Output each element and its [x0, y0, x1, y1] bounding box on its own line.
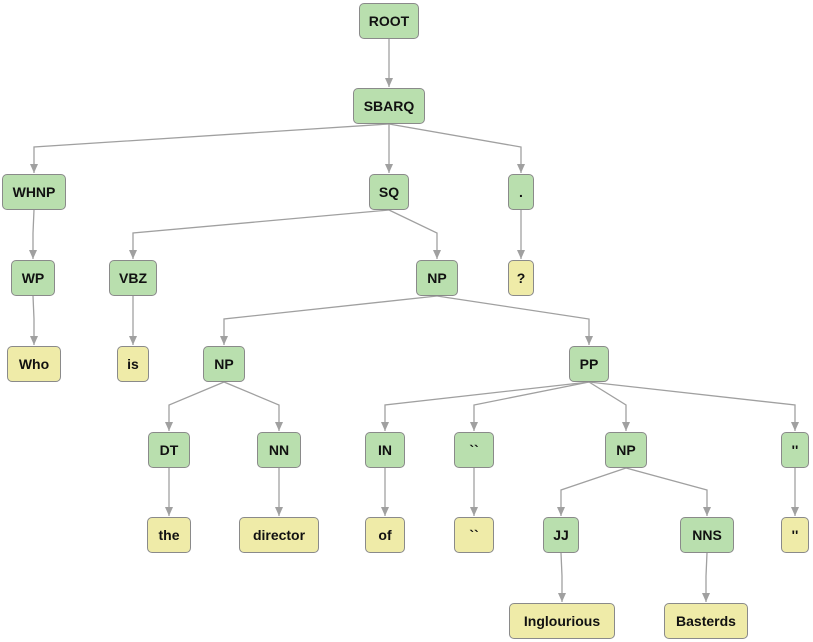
- edge-n2-n5: [388, 123, 525, 173]
- edge-n24-n27: [558, 552, 566, 602]
- node-vbz: VBZ: [109, 260, 157, 296]
- edge-n18-n25: [625, 467, 711, 516]
- edge-n13-n18: [588, 381, 630, 431]
- edge-n8-n12: [220, 295, 438, 345]
- token-of: of: [365, 517, 405, 553]
- node-np: NP: [416, 260, 458, 296]
- edge-n12-n15: [223, 381, 283, 431]
- node-jj: JJ: [543, 517, 579, 553]
- edge-n25-n28: [702, 552, 710, 602]
- edge-n4-n8: [388, 209, 441, 259]
- edge-n13-n19: [588, 381, 799, 431]
- node-whnp: WHNP: [2, 174, 66, 210]
- edge-n8-n13: [436, 295, 593, 345]
- edge-n13-n16: [381, 381, 590, 431]
- token-director: director: [239, 517, 319, 553]
- token-close-quote: '': [781, 517, 809, 553]
- node-np-title: NP: [605, 432, 647, 468]
- node-in: IN: [365, 432, 405, 468]
- edge-n6-n10: [30, 295, 38, 345]
- edge-n12-n14: [165, 381, 225, 431]
- token-open-quote: ``: [454, 517, 494, 553]
- edge-n3-n6: [29, 209, 37, 259]
- token-who: Who: [7, 346, 61, 382]
- node-dt: DT: [148, 432, 190, 468]
- node-close-quote-tag: '': [781, 432, 809, 468]
- node-nns: NNS: [680, 517, 734, 553]
- token-basterds: Basterds: [664, 603, 748, 639]
- node-sbarq: SBARQ: [353, 88, 425, 124]
- edge-n18-n24: [557, 467, 627, 516]
- node-np-left: NP: [203, 346, 245, 382]
- edge-n2-n3: [30, 123, 390, 173]
- token-question-mark: ?: [508, 260, 534, 296]
- node-nn: NN: [257, 432, 301, 468]
- node-period-tag: .: [508, 174, 534, 210]
- token-the: the: [147, 517, 191, 553]
- token-is: is: [117, 346, 149, 382]
- edge-n4-n7: [129, 209, 390, 259]
- node-root: ROOT: [359, 3, 419, 39]
- node-sq: SQ: [369, 174, 409, 210]
- node-wp: WP: [11, 260, 55, 296]
- node-open-quote-tag: ``: [454, 432, 494, 468]
- node-pp: PP: [569, 346, 609, 382]
- edge-n13-n17: [470, 381, 590, 431]
- token-inglourious: Inglourious: [509, 603, 615, 639]
